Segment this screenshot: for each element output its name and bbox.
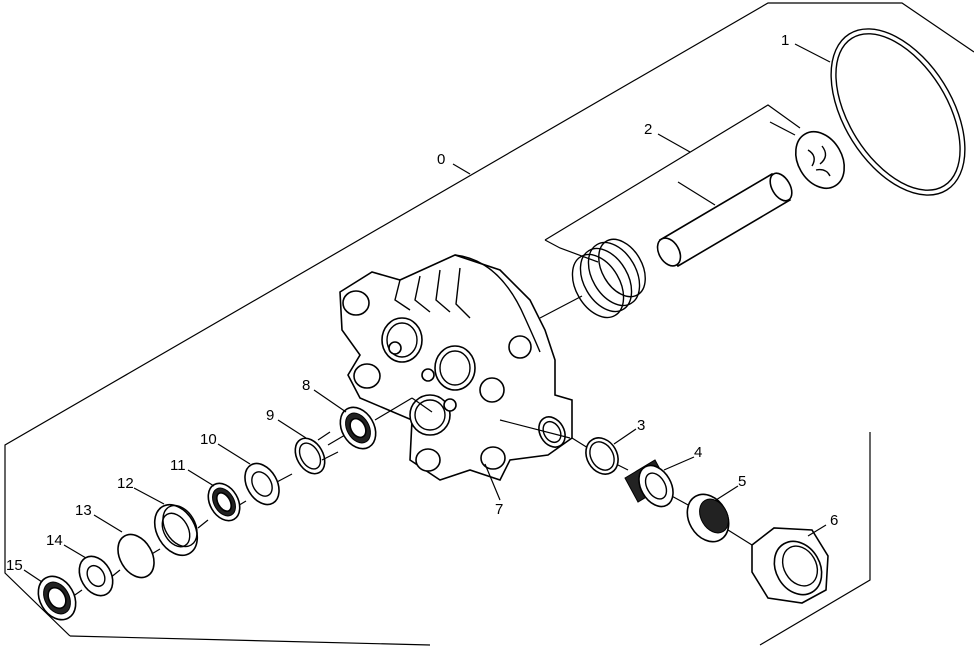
part-14-washer bbox=[78, 555, 114, 597]
part-10-washer bbox=[244, 462, 280, 506]
callout-8: 8 bbox=[302, 377, 310, 394]
callout-0: 0 bbox=[437, 151, 445, 168]
leader-lines bbox=[23, 43, 831, 583]
callout-13: 13 bbox=[75, 502, 92, 519]
part-8-valve bbox=[339, 406, 377, 450]
part-3-o-ring bbox=[585, 437, 619, 475]
callout-2: 2 bbox=[644, 121, 652, 138]
callout-4: 4 bbox=[694, 444, 702, 461]
part-5-strainer bbox=[686, 493, 730, 543]
callout-9: 9 bbox=[266, 407, 274, 424]
callout-11: 11 bbox=[170, 457, 186, 474]
callout-7: 7 bbox=[495, 501, 503, 518]
part-9-valve-cage bbox=[294, 431, 339, 475]
callout-6: 6 bbox=[830, 512, 838, 529]
callout-15: 15 bbox=[6, 557, 23, 574]
callout-1: 1 bbox=[781, 32, 789, 49]
callout-10: 10 bbox=[200, 431, 217, 448]
part-7-pump-housing bbox=[339, 254, 573, 481]
part-2-spring-piston bbox=[544, 104, 846, 319]
part-4-threaded-plug bbox=[624, 459, 674, 508]
callout-labels: 0 1 2 3 4 5 6 7 8 9 10 11 12 13 14 15 bbox=[6, 32, 838, 574]
callout-5: 5 bbox=[738, 473, 746, 490]
part-13-disc bbox=[117, 533, 155, 579]
part-12-sleeve bbox=[153, 503, 199, 557]
callout-12: 12 bbox=[117, 475, 134, 492]
callout-14: 14 bbox=[46, 532, 63, 549]
part-6-hex-nut bbox=[751, 527, 829, 604]
callout-3: 3 bbox=[637, 417, 645, 434]
part-1-o-ring bbox=[830, 28, 966, 196]
part-11-seal bbox=[207, 482, 241, 522]
part-15-seal bbox=[37, 575, 77, 621]
assembly-outline bbox=[4, 2, 974, 646]
